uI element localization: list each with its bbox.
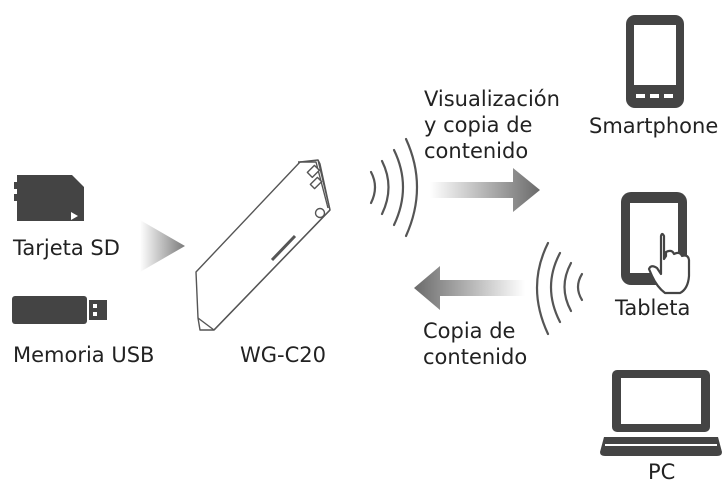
incoming-arrow (414, 266, 525, 310)
outgoing-arrow (430, 168, 540, 212)
input-arrow-triangle (140, 220, 185, 272)
smartphone-label: Smartphone (589, 114, 719, 138)
wg-c20-device-icon (195, 159, 331, 331)
device-label: WG-C20 (240, 343, 326, 367)
usb-label: Memoria USB (13, 343, 155, 367)
usb-stick-icon (12, 296, 107, 324)
tablet-wifi-waves-icon (535, 241, 584, 336)
laptop-icon (600, 370, 722, 456)
tablet-label: Tableta (615, 296, 691, 320)
outgoing-flow-label: Visualización y copia de contenido (424, 87, 560, 163)
incoming-flow-label: Copia de contenido (423, 319, 528, 369)
sd-card-icon (14, 175, 84, 221)
sd-card-label: Tarjeta SD (13, 236, 120, 260)
pc-label: PC (648, 460, 676, 484)
tablet-icon (621, 192, 691, 295)
smartphone-icon (626, 15, 684, 108)
device-wifi-waves-icon (369, 137, 419, 238)
